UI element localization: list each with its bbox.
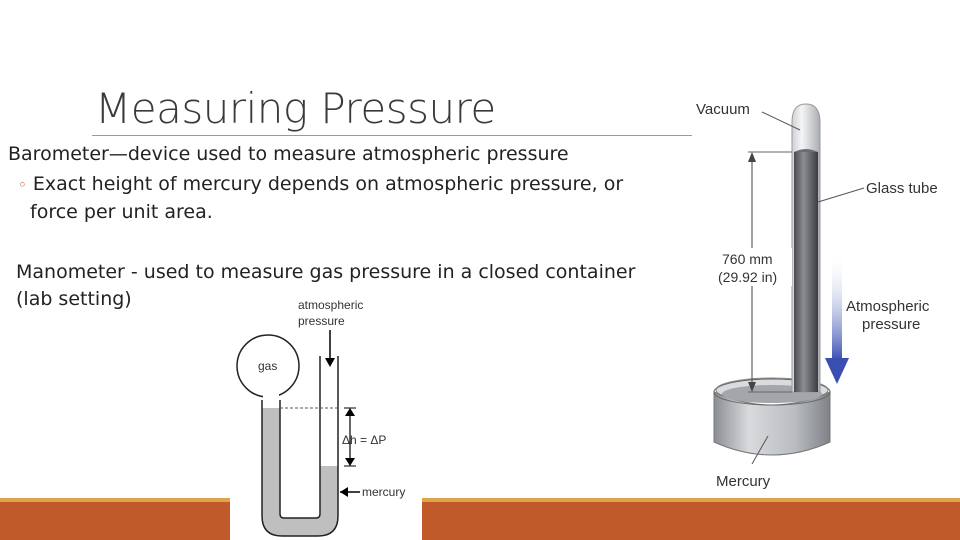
bullet-mercury-line2: force per unit area. (30, 201, 213, 223)
atm-label-line2: pressure (862, 316, 920, 333)
manometer-tube-outer (261, 356, 339, 537)
height-label-in: (29.92 in) (718, 269, 777, 285)
barometer-diagram: 760 mm (29.92 in) Vacuum Glass tube Atmo… (692, 92, 960, 498)
footer-accent-line-right (422, 498, 960, 502)
vacuum-pointer (761, 111, 801, 131)
atm-arrow-head (325, 358, 335, 367)
glass-tube-label: Glass tube (866, 180, 938, 197)
mercury-column (794, 152, 818, 392)
bullet-barometer: Barometer—device used to measure atmosph… (8, 143, 569, 165)
bullet-mercury-line1: Exact height of mercury depends on atmos… (32, 173, 624, 195)
mercury-fill (262, 408, 338, 536)
manometer-mercury-label: mercury (362, 485, 405, 499)
height-label-mm: 760 mm (722, 251, 773, 267)
manometer-atm-label-line2: pressure (298, 314, 345, 328)
delta-h-arrow-top (345, 408, 355, 416)
manometer-tube-inner (279, 356, 321, 519)
manometer-atm-label: atmospheric pressure (298, 298, 363, 328)
barometer-mercury-pointer (751, 435, 769, 465)
atm-arrow-shaft-blue (832, 252, 842, 360)
delta-h-arrow-bottom (345, 458, 355, 466)
height-label-bg (714, 248, 792, 286)
mercury-dish (713, 391, 831, 456)
footer-accent-line-left (0, 498, 230, 502)
gas-label: gas (258, 359, 277, 373)
bullet-manometer: Manometer - used to measure gas pressure… (16, 259, 666, 313)
bullet-manometer-line1: Manometer - used to measure gas pressure… (16, 261, 636, 283)
vacuum-label: Vacuum (696, 101, 750, 118)
bullet-mercury-height: ◦ Exact height of mercury depends on atmo… (18, 171, 658, 226)
manometer-diagram: atmospheric pressure gas Δh = ΔP mercury (230, 292, 422, 540)
height-arrow-top (748, 152, 756, 162)
title-divider (92, 135, 692, 136)
bulb-neck (263, 394, 279, 402)
barometer-mercury-label: Mercury (716, 473, 771, 490)
atm-arrow-head-blue (825, 358, 849, 384)
mercury-meniscus (794, 149, 818, 152)
bullet-manometer-line2: (lab setting) (16, 288, 132, 310)
height-arrow-bottom (748, 382, 756, 392)
sub-bullet-icon: ◦ (18, 176, 27, 194)
mercury-arrow-head (340, 487, 348, 497)
manometer-atm-label-line1: atmospheric (298, 298, 363, 312)
glass-tube-pointer (817, 187, 865, 203)
atm-label-line1: Atmospheric (846, 298, 930, 315)
footer-bar-right (422, 502, 960, 540)
slide-title: Measuring Pressure (95, 84, 496, 133)
footer-bar-left (0, 502, 230, 540)
delta-h-label: Δh = ΔP (342, 433, 386, 447)
dish-rim (713, 378, 831, 406)
